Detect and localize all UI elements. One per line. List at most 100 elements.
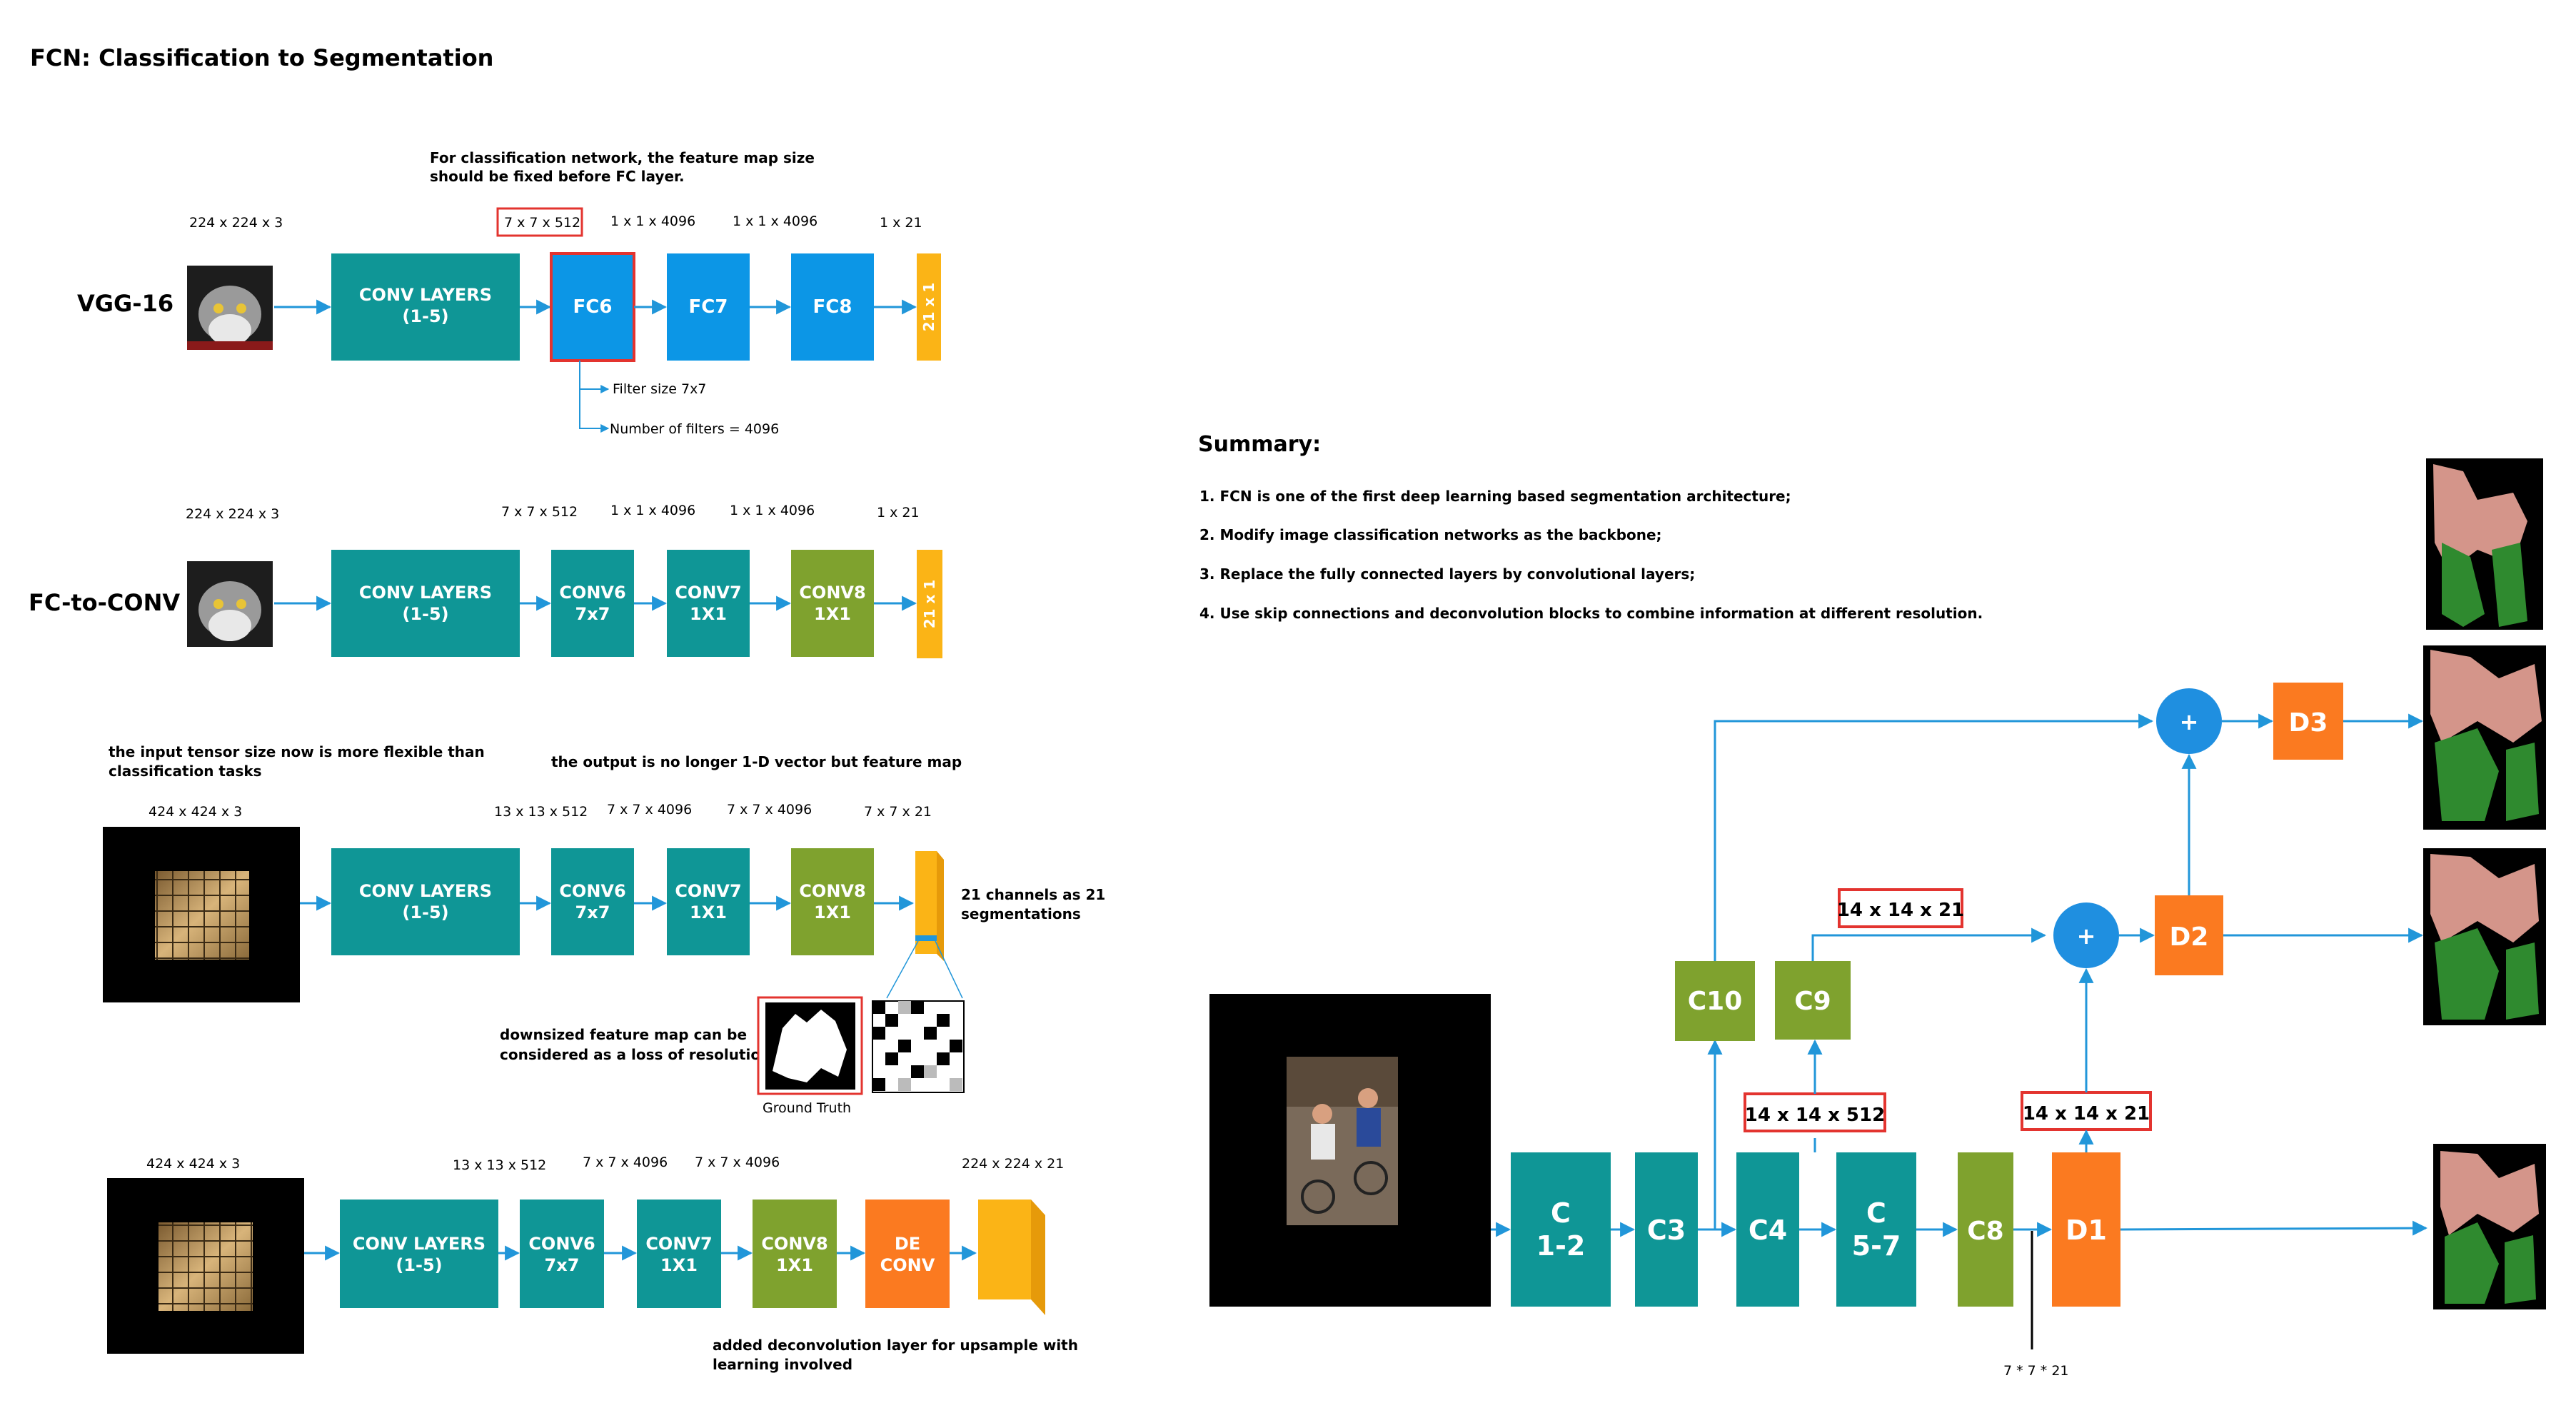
row4-conv6-sub: 7x7: [545, 1255, 580, 1275]
row4-output-tensor: [978, 1200, 1045, 1315]
row1-size-highlight: [496, 207, 583, 237]
row2-conv8-sub: 1X1: [814, 604, 851, 624]
row4-note-1: added deconvolution layer for upsample w…: [713, 1337, 1078, 1354]
summary-section: Summary: 1. FCN is one of the first deep…: [1198, 432, 1983, 622]
block-d1-label: D1: [2066, 1215, 2107, 1246]
row2-conv7-label: CONV7: [675, 583, 741, 603]
row2-size-input: 224 x 224 x 3: [186, 506, 279, 522]
row4-conv-label: CONV LAYERS: [353, 1234, 485, 1254]
row1-size-fc7: 1 x 1 x 4096: [610, 213, 695, 229]
row2-conv-label: CONV LAYERS: [359, 583, 492, 603]
row1-output-label: 21 x 1: [920, 283, 937, 332]
row2-conv6: [551, 550, 634, 657]
row1-fc6: [550, 252, 635, 362]
row1-fc8-label: FC8: [813, 296, 852, 318]
bottom-dim-label: 7 * 7 * 21: [2003, 1363, 2069, 1379]
block-c5-7-label: C: [1866, 1197, 1886, 1229]
row4-conv8-label: CONV8: [761, 1234, 827, 1254]
row4-deconv-sub: CONV: [880, 1255, 935, 1275]
row3-downsized-2: considered as a loss of resolution: [500, 1046, 770, 1063]
row3-size-input: 424 x 424 x 3: [149, 804, 242, 820]
segmentation-output-d1: [2433, 1144, 2546, 1309]
segmentation-output-d2: [2423, 848, 2546, 1025]
row1-fc7-label: FC7: [689, 296, 728, 318]
summary-item: 2. Modify image classification networks …: [1199, 526, 1662, 543]
segmentation-output-top: [2426, 458, 2543, 630]
summary-item: 4. Use skip connections and deconvolutio…: [1199, 605, 1983, 622]
row4-conv-sub: (1-5): [396, 1255, 442, 1275]
row3-size-conv6: 13 x 13 x 512: [494, 804, 588, 820]
block-c3: [1635, 1152, 1698, 1307]
row1-fc8: [791, 253, 874, 361]
row1-filter-size: Filter size 7x7: [613, 381, 706, 397]
row2-size-conv6: 7 x 7 x 512: [501, 504, 578, 520]
block-d2-label: D2: [2170, 922, 2209, 952]
row2-output-label: 21 x 1: [921, 580, 938, 629]
row3-channels-1: 21 channels as 21: [961, 886, 1105, 903]
block-c9: [1775, 961, 1851, 1040]
summary-heading: Summary:: [1198, 432, 1321, 457]
row1-size-fc6: 7 x 7 x 512: [504, 215, 580, 231]
row4-conv-layers: [340, 1200, 498, 1308]
page-title: FCN: Classification to Segmentation: [30, 44, 493, 71]
row2-conv-layers: [331, 550, 520, 657]
row2-conv6-label: CONV6: [559, 583, 625, 603]
row2-conv7: [667, 550, 750, 657]
row1-note-line2: should be fixed before FC layer.: [430, 168, 685, 185]
block-c10: [1675, 961, 1755, 1041]
summary-item: 3. Replace the fully connected layers by…: [1199, 565, 1695, 583]
row1-note-line1: For classification network, the feature …: [430, 149, 815, 166]
cat-image-1: [187, 266, 273, 350]
block-d3: [2273, 683, 2343, 760]
row3-size-out: 7 x 7 x 21: [864, 804, 932, 820]
row1-conv-sub: (1-5): [402, 306, 448, 326]
row2-size-out: 1 x 21: [877, 505, 920, 521]
row4-size-conv7: 7 x 7 x 4096: [583, 1155, 668, 1170]
block-d2: [2155, 895, 2223, 975]
ground-truth-label: Ground Truth: [763, 1100, 851, 1116]
row2-conv8-label: CONV8: [799, 583, 865, 603]
row4-size-conv8: 7 x 7 x 4096: [695, 1155, 780, 1170]
cat-grid-image-3: [103, 827, 300, 1002]
row4-conv8-sub: 1X1: [776, 1255, 813, 1275]
block-c9-label: C9: [1794, 987, 1831, 1016]
row1-fc6-label: FC6: [573, 296, 613, 318]
row3-size-conv7: 7 x 7 x 4096: [607, 802, 692, 818]
ground-truth-image: [757, 996, 863, 1095]
row3-size-conv8: 7 x 7 x 4096: [727, 802, 812, 818]
sum-node-2-label: +: [2077, 922, 2096, 950]
row-deconv: 424 x 424 x 3 13 x 13 x 512 7 x 7 x 4096…: [107, 1155, 1078, 1373]
row2-output-vector: [917, 550, 942, 658]
row3-conv-layers: [331, 848, 520, 955]
row1-filter-count: Number of filters = 4096: [610, 421, 779, 437]
row1-size-fc8: 1 x 1 x 4096: [733, 213, 817, 229]
row4-conv7-label: CONV7: [645, 1234, 712, 1254]
row2-conv6-sub: 7x7: [575, 604, 610, 624]
row4-deconv: [865, 1200, 950, 1308]
row3-conv7: [667, 848, 750, 955]
block-d1: [2052, 1152, 2120, 1307]
row3-conv6-sub: 7x7: [575, 902, 610, 922]
fcn-architecture: C 1-2 C3 C4 C 5-7 C8 D1 7 * 7 * 21 14 x …: [1209, 458, 2546, 1379]
row-vgg16: For classification network, the feature …: [77, 149, 941, 437]
cat-image-2: [187, 561, 273, 647]
row1-size-out: 1 x 21: [880, 215, 922, 231]
segmentation-output-d3: [2423, 645, 2546, 830]
block-c1-2-sub: 1-2: [1536, 1230, 1586, 1262]
row3-conv8: [791, 848, 874, 955]
block-c4: [1736, 1152, 1799, 1307]
row4-size-out: 224 x 224 x 21: [962, 1156, 1064, 1172]
row3-conv7-sub: 1X1: [690, 902, 727, 922]
block-c5-7-sub: 5-7: [1852, 1230, 1901, 1262]
row2-label: FC-to-CONV: [29, 589, 180, 616]
block-d3-label: D3: [2289, 708, 2328, 738]
block-c1-2-label: C: [1551, 1197, 1571, 1229]
row1-label: VGG-16: [77, 290, 173, 317]
row3-note-left-1: the input tensor size now is more flexib…: [109, 743, 485, 760]
row3-conv-label: CONV LAYERS: [359, 881, 492, 901]
row-fc-to-conv: 224 x 224 x 3 7 x 7 x 512 1 x 1 x 4096 1…: [29, 503, 942, 658]
row3-channels-2: segmentations: [961, 905, 1081, 922]
sum-node-1: [2156, 688, 2222, 754]
block-c8: [1958, 1152, 2013, 1307]
